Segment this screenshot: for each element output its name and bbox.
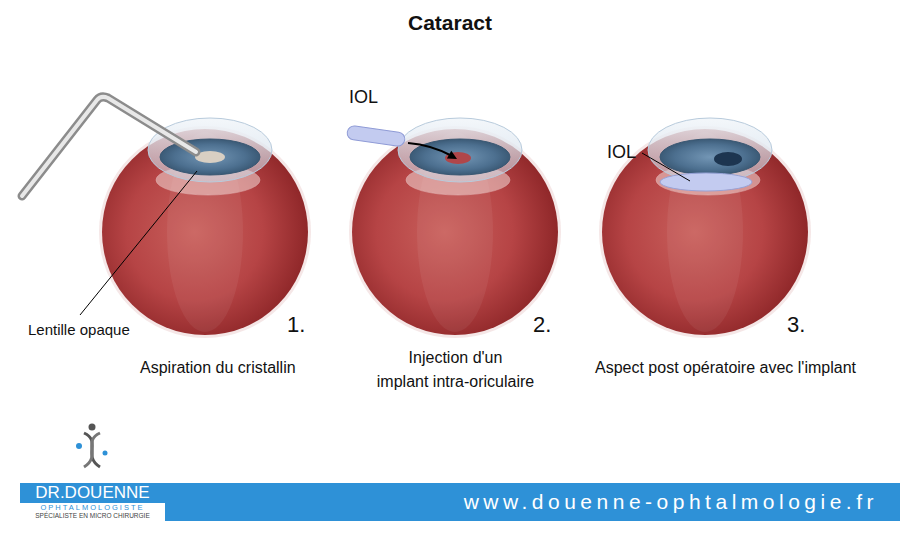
- leader-line: [642, 153, 690, 181]
- callout-number: 2.: [533, 311, 551, 339]
- website-url: www.douenne-ophtalmologie.fr: [165, 483, 900, 521]
- step-caption: Injection d'un implant intra-oriculaire: [373, 346, 538, 394]
- step-caption: Aspiration du cristallin: [140, 358, 296, 378]
- iol-implant: [660, 173, 752, 191]
- wrap-spacer: [373, 346, 387, 366]
- part-label: IOL: [349, 86, 378, 109]
- callout-number: 3.: [787, 311, 805, 339]
- logo-subtitle: SPÉCIALISTE EN MICRO CHIRURGIE: [20, 512, 165, 520]
- wrap-spacer: [524, 346, 538, 366]
- footer-band: www.douenne-ophtalmologie.fr: [165, 483, 900, 521]
- part-label: Lentille opaque: [28, 321, 130, 340]
- insertion-arrow: [408, 143, 452, 156]
- iol-implant: [346, 125, 405, 147]
- part-label: IOL: [607, 141, 636, 164]
- logo-icon: [103, 451, 108, 456]
- callout-number: 1.: [287, 311, 305, 339]
- eyeball: [349, 118, 561, 338]
- leader-line: [80, 171, 197, 315]
- probe-highlight: [22, 97, 196, 196]
- aspiration-probe: [22, 97, 196, 196]
- logo-icon: [89, 424, 96, 431]
- logo-box: DR.DOUENNEOPHTALMOLOGISTESPÉCIALISTE EN …: [20, 483, 165, 521]
- logo-icon: [76, 443, 82, 449]
- logo-subtitle: OPHTALMOLOGISTE: [20, 503, 165, 512]
- logo-name: DR.DOUENNE: [20, 483, 165, 503]
- logo-icon: [84, 433, 100, 467]
- step-caption: Aspect post opératoire avec l'implant: [595, 358, 856, 378]
- logo-icon: [84, 433, 100, 467]
- eyeball: [599, 118, 811, 338]
- arrow-head: [447, 151, 457, 159]
- diagram-title: Cataract: [408, 10, 492, 36]
- eyeball: [99, 118, 311, 338]
- pupil: [714, 152, 742, 166]
